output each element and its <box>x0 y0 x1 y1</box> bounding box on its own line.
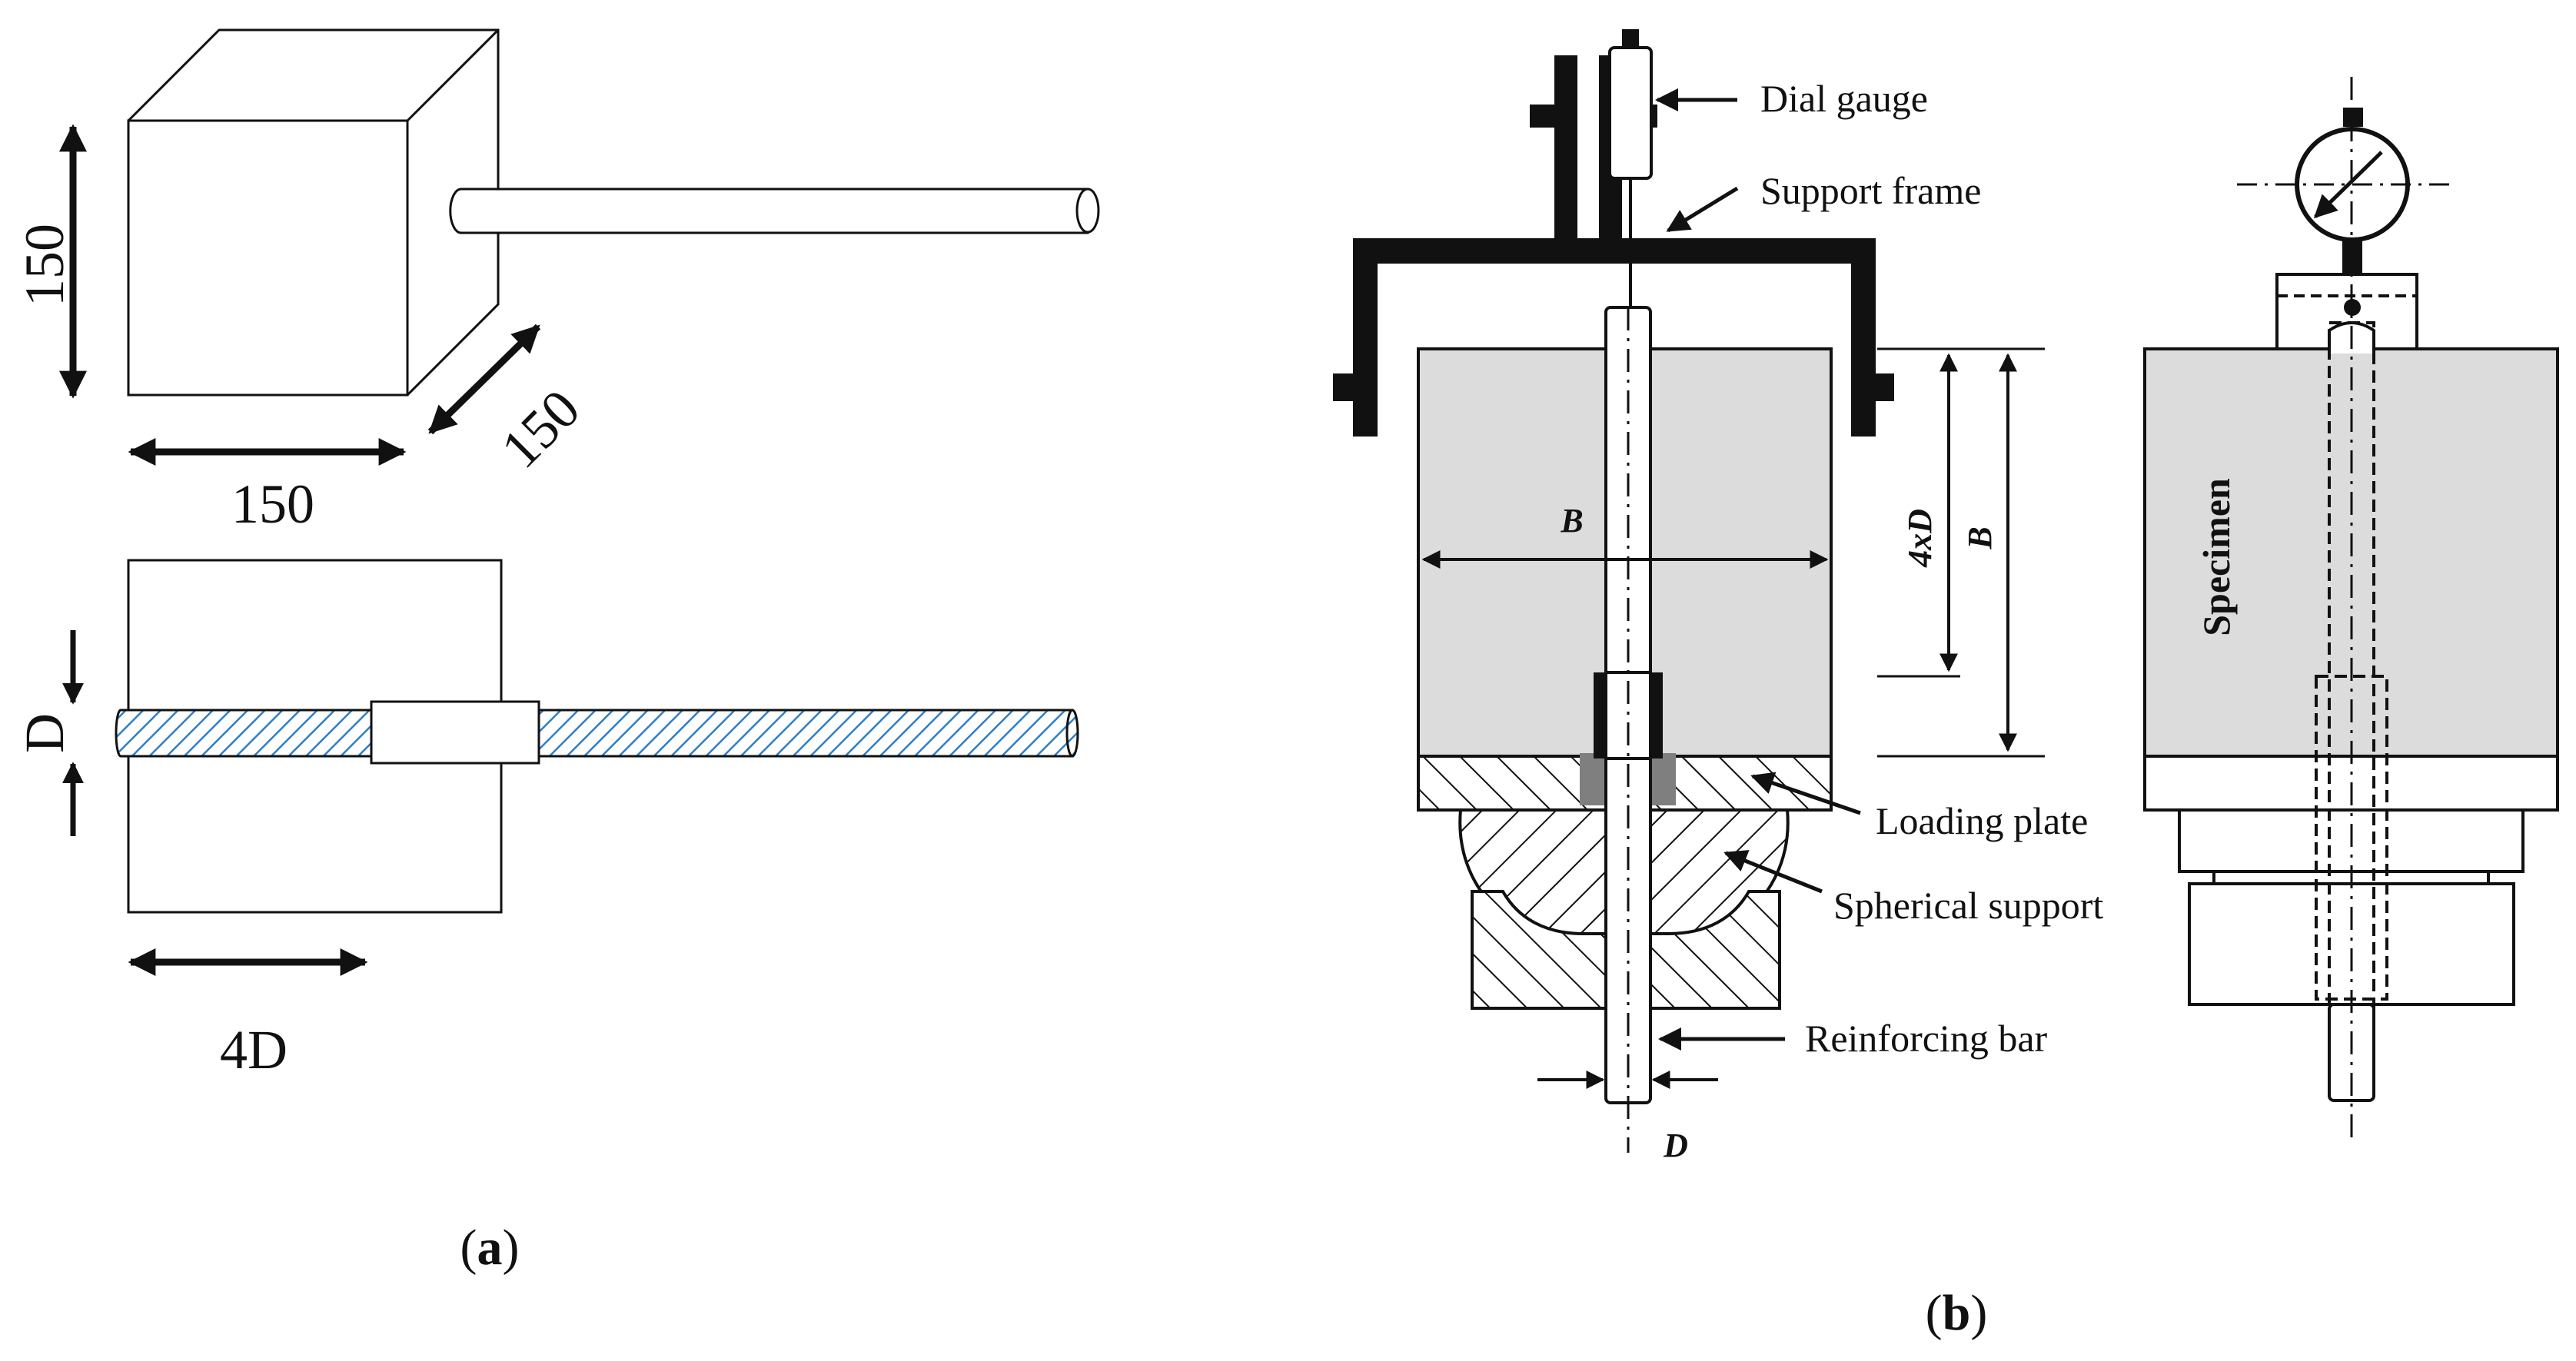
height-B-label: B <box>1961 526 1999 549</box>
spherical-support-label: Spherical support <box>1833 884 2103 927</box>
loading-plate-label: Loading plate <box>1876 799 2088 842</box>
panel-b-caption: (b) <box>1926 1285 1988 1341</box>
protruding-bar <box>449 188 1100 234</box>
support-frame-leader <box>1666 186 1739 233</box>
bond-breaker-left <box>1580 753 1609 805</box>
side-base <box>2188 882 2515 1006</box>
panel-a-caption: (a) <box>460 1220 520 1276</box>
bond-length-label: 4D <box>220 1019 288 1081</box>
hatched-bar <box>115 709 1079 758</box>
panel-b: B 4xD B D Dial gauge Support frame Loadi… <box>1333 29 2559 1341</box>
dial-gauge <box>1608 29 1653 307</box>
bar-diameter-label: D <box>14 713 75 753</box>
dial-needle <box>2313 151 2383 219</box>
width-B-label: B <box>1560 502 1583 539</box>
dial-gauge-label: Dial gauge <box>1760 77 1928 120</box>
cube-height-label: 150 <box>14 224 75 307</box>
diameter-D-label: D <box>1663 1127 1688 1164</box>
depth-dimension-arrow <box>427 324 541 435</box>
loading-plate-leader <box>1750 772 1861 815</box>
side-view: Specimen <box>2143 77 2559 1145</box>
specimen-label: Specimen <box>2195 478 2238 636</box>
embed-length-label: 4xD <box>1901 509 1939 568</box>
cube-depth-label: 150 <box>490 378 592 480</box>
spherical-support-leader <box>1723 850 1823 894</box>
cube-3d <box>127 28 500 397</box>
bonded-zone <box>370 700 540 765</box>
panel-a: 150 150 150 D 4D (a) <box>14 28 1100 1276</box>
support-frame-label: Support frame <box>1760 169 1981 212</box>
cube-width-label: 150 <box>231 473 314 535</box>
dial-stem-top <box>2343 108 2363 127</box>
reinforcing-bar-label: Reinforcing bar <box>1805 1017 2048 1060</box>
